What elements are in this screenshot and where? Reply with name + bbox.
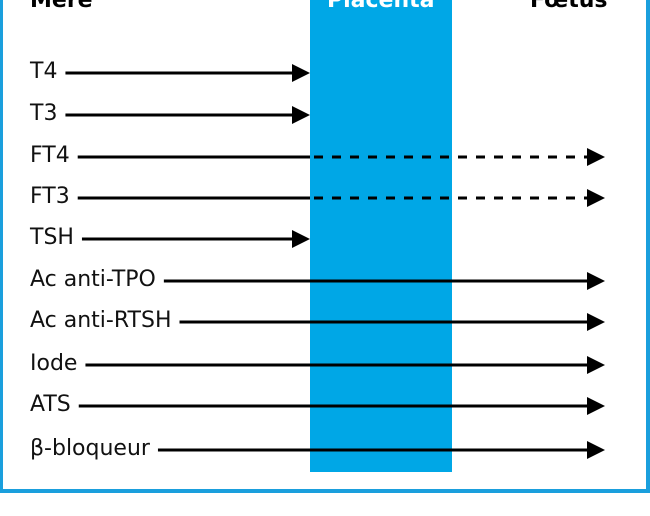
placenta-band — [310, 0, 452, 472]
row-label: TSH — [30, 225, 74, 250]
arrow-3 — [77, 148, 605, 166]
frame-bottom-border — [0, 489, 650, 493]
fetus-column-header: Fœtus — [530, 0, 608, 13]
mother-column-header: Mère — [30, 0, 93, 13]
arrow-2 — [65, 106, 310, 124]
arrow-9 — [78, 397, 605, 415]
row-label: Ac anti-TPO — [30, 267, 156, 292]
frame-right-border — [646, 0, 650, 492]
placenta-column-header: Placenta — [327, 0, 435, 13]
row-label: T3 — [30, 101, 58, 126]
row-label: T4 — [30, 59, 58, 84]
row-label: Ac anti-RTSH — [30, 308, 172, 333]
arrow-5 — [81, 230, 310, 248]
row-label: FT3 — [30, 184, 70, 209]
arrow-8 — [85, 356, 605, 374]
arrow-7 — [179, 313, 605, 331]
frame-left-border — [0, 0, 3, 492]
arrow-6 — [163, 272, 605, 290]
row-label: Iode — [30, 351, 78, 376]
arrow-4 — [77, 189, 605, 207]
row-label: β-bloqueur — [30, 436, 150, 461]
row-label: FT4 — [30, 143, 70, 168]
arrow-10 — [157, 441, 605, 459]
arrow-1 — [65, 64, 310, 82]
row-label: ATS — [30, 392, 71, 417]
